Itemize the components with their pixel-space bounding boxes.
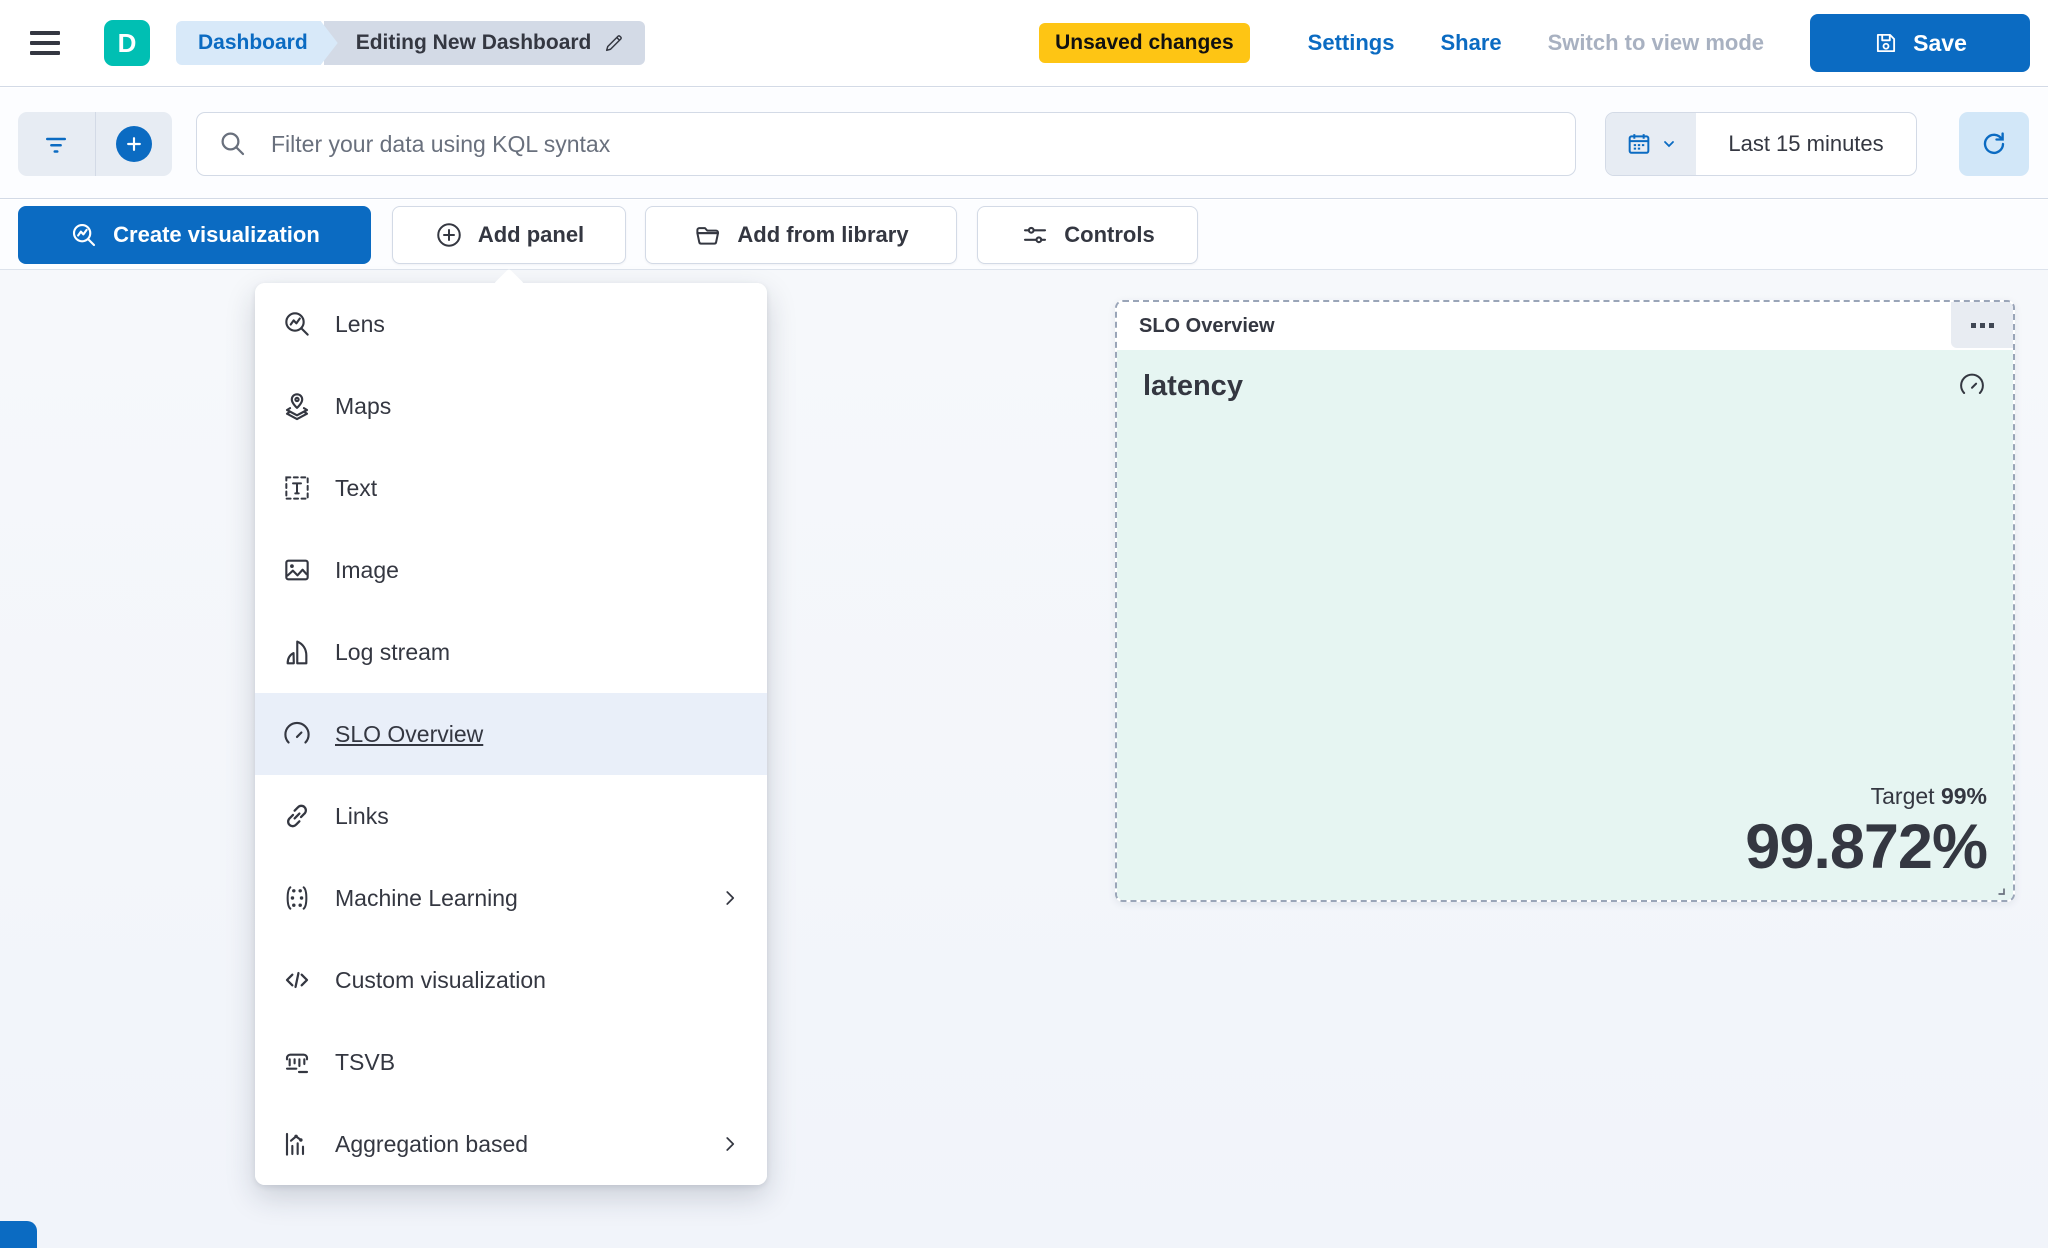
slo-target: Target 99% (1870, 782, 1987, 809)
date-picker: Last 15 minutes (1605, 112, 1917, 176)
calendar-icon (1625, 130, 1653, 158)
log-stream-icon (281, 636, 313, 668)
pencil-icon (603, 32, 625, 54)
menu-item-text[interactable]: Text (255, 447, 767, 529)
link-icon (281, 800, 313, 832)
chevron-right-icon (719, 887, 741, 909)
filter-menu-button[interactable] (18, 112, 95, 176)
refresh-icon (1979, 129, 2009, 159)
switch-to-view-mode-button[interactable]: Switch to view mode (1547, 30, 1764, 55)
maps-icon (281, 390, 313, 422)
lens-icon (281, 308, 313, 340)
add-panel-menu: Lens Maps Text Image Log stream (255, 283, 767, 1185)
logo-letter: D (117, 27, 137, 58)
settings-button[interactable]: Settings (1307, 30, 1395, 55)
floppy-disk-icon (1873, 30, 1899, 56)
slo-card[interactable]: latency Target 99% 99.872% (1117, 350, 2013, 900)
editor-toolbar: Create visualization Add panel Add from … (0, 200, 2048, 270)
menu-item-log-stream[interactable]: Log stream (255, 611, 767, 693)
add-from-library-button[interactable]: Add from library (645, 206, 957, 264)
menu-item-image[interactable]: Image (255, 529, 767, 611)
save-button[interactable]: Save (1810, 14, 2030, 72)
funnel-icon (41, 129, 71, 159)
top-navigation-bar: D Dashboard Editing New Dashboard Unsave… (0, 0, 2048, 87)
panel-header[interactable]: SLO Overview (1117, 302, 2013, 350)
topbar-actions: Unsaved changes Settings Share Switch to… (1039, 14, 2030, 72)
text-icon (281, 472, 313, 504)
menu-item-tsvb[interactable]: TSVB (255, 1021, 767, 1103)
breadcrumb: Dashboard Editing New Dashboard (176, 21, 646, 65)
panel-title: SLO Overview (1139, 314, 1275, 337)
panel-options-button[interactable] (1951, 302, 2013, 348)
slo-overview-panel[interactable]: SLO Overview latency Target 99% 99.872% (1115, 300, 2015, 902)
refresh-button[interactable] (1959, 112, 2029, 176)
tsvb-icon (281, 1046, 313, 1078)
menu-hamburger-icon[interactable] (30, 20, 76, 66)
breadcrumb-editing-dashboard[interactable]: Editing New Dashboard (323, 21, 646, 65)
chevron-down-icon (1661, 136, 1677, 152)
create-visualization-button[interactable]: Create visualization (18, 206, 371, 264)
image-icon (281, 554, 313, 586)
plus-in-circle-icon (434, 220, 464, 250)
breadcrumb-dashboard[interactable]: Dashboard (176, 21, 338, 65)
unsaved-changes-badge: Unsaved changes (1039, 23, 1250, 63)
clipped-blue-element (0, 1221, 37, 1248)
aggregation-icon (281, 1128, 313, 1160)
controls-button[interactable]: Controls (977, 206, 1198, 264)
gauge-icon (1957, 370, 1987, 400)
menu-item-custom-visualization[interactable]: Custom visualization (255, 939, 767, 1021)
menu-item-maps[interactable]: Maps (255, 365, 767, 447)
menu-item-slo-overview[interactable]: SLO Overview (255, 693, 767, 775)
slo-value: 99.872% (1745, 811, 1988, 882)
add-panel-button[interactable]: Add panel (392, 206, 626, 264)
kql-search-input[interactable] (196, 112, 1576, 176)
chevron-right-icon (719, 1133, 741, 1155)
folder-icon (693, 220, 723, 250)
panel-resize-handle[interactable] (1991, 881, 2007, 897)
plus-circle-icon (115, 126, 152, 162)
menu-item-links[interactable]: Links (255, 775, 767, 857)
slo-name: latency (1143, 370, 1243, 402)
menu-item-lens[interactable]: Lens (255, 283, 767, 365)
machine-learning-icon (281, 882, 313, 914)
filter-button-group (18, 112, 172, 176)
sliders-icon (1020, 220, 1050, 250)
code-icon (281, 964, 313, 996)
date-quick-select-button[interactable] (1606, 113, 1696, 175)
query-bar: Last 15 minutes (0, 88, 2048, 199)
share-button[interactable]: Share (1440, 30, 1502, 55)
add-filter-button[interactable] (94, 112, 173, 176)
menu-item-aggregation-based[interactable]: Aggregation based (255, 1103, 767, 1185)
gauge-icon (281, 718, 313, 750)
app-logo[interactable]: D (104, 20, 150, 66)
menu-item-machine-learning[interactable]: Machine Learning (255, 857, 767, 939)
lens-icon (69, 220, 99, 250)
time-range-button[interactable]: Last 15 minutes (1696, 113, 1916, 175)
